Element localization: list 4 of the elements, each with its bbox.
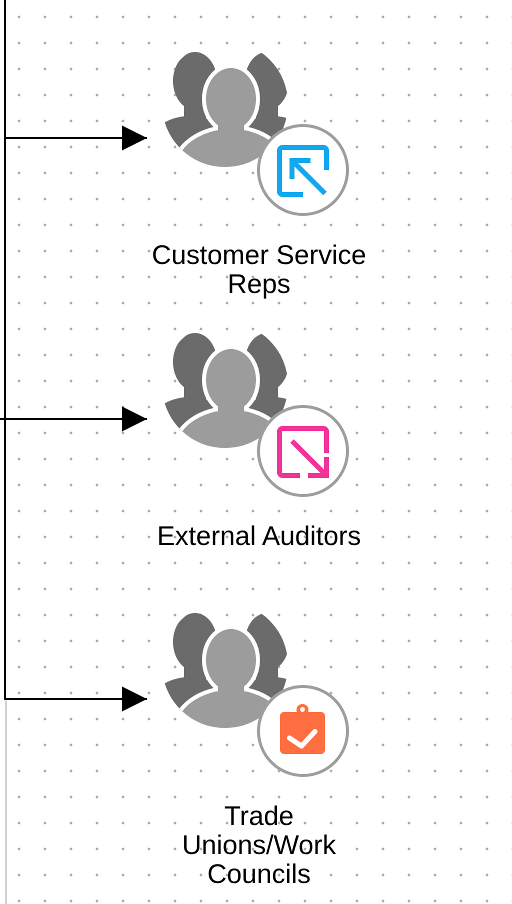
group-label: Customer Service Reps (150, 241, 368, 299)
group-label: Trade Unions/Work Councils (180, 802, 338, 889)
connector-arrow (0, 406, 147, 432)
group-label: External Auditors (156, 522, 362, 551)
